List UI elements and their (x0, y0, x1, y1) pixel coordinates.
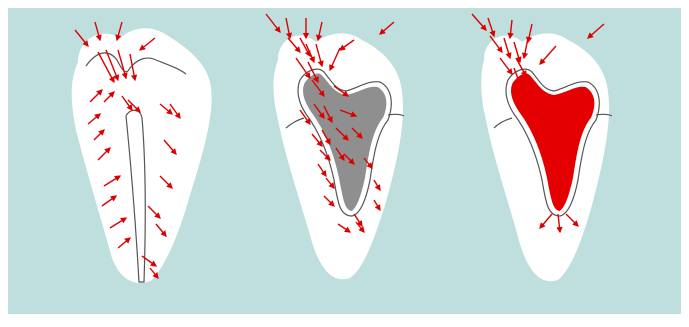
tooth-diagram (0, 0, 689, 322)
diagram-stage (0, 0, 689, 322)
